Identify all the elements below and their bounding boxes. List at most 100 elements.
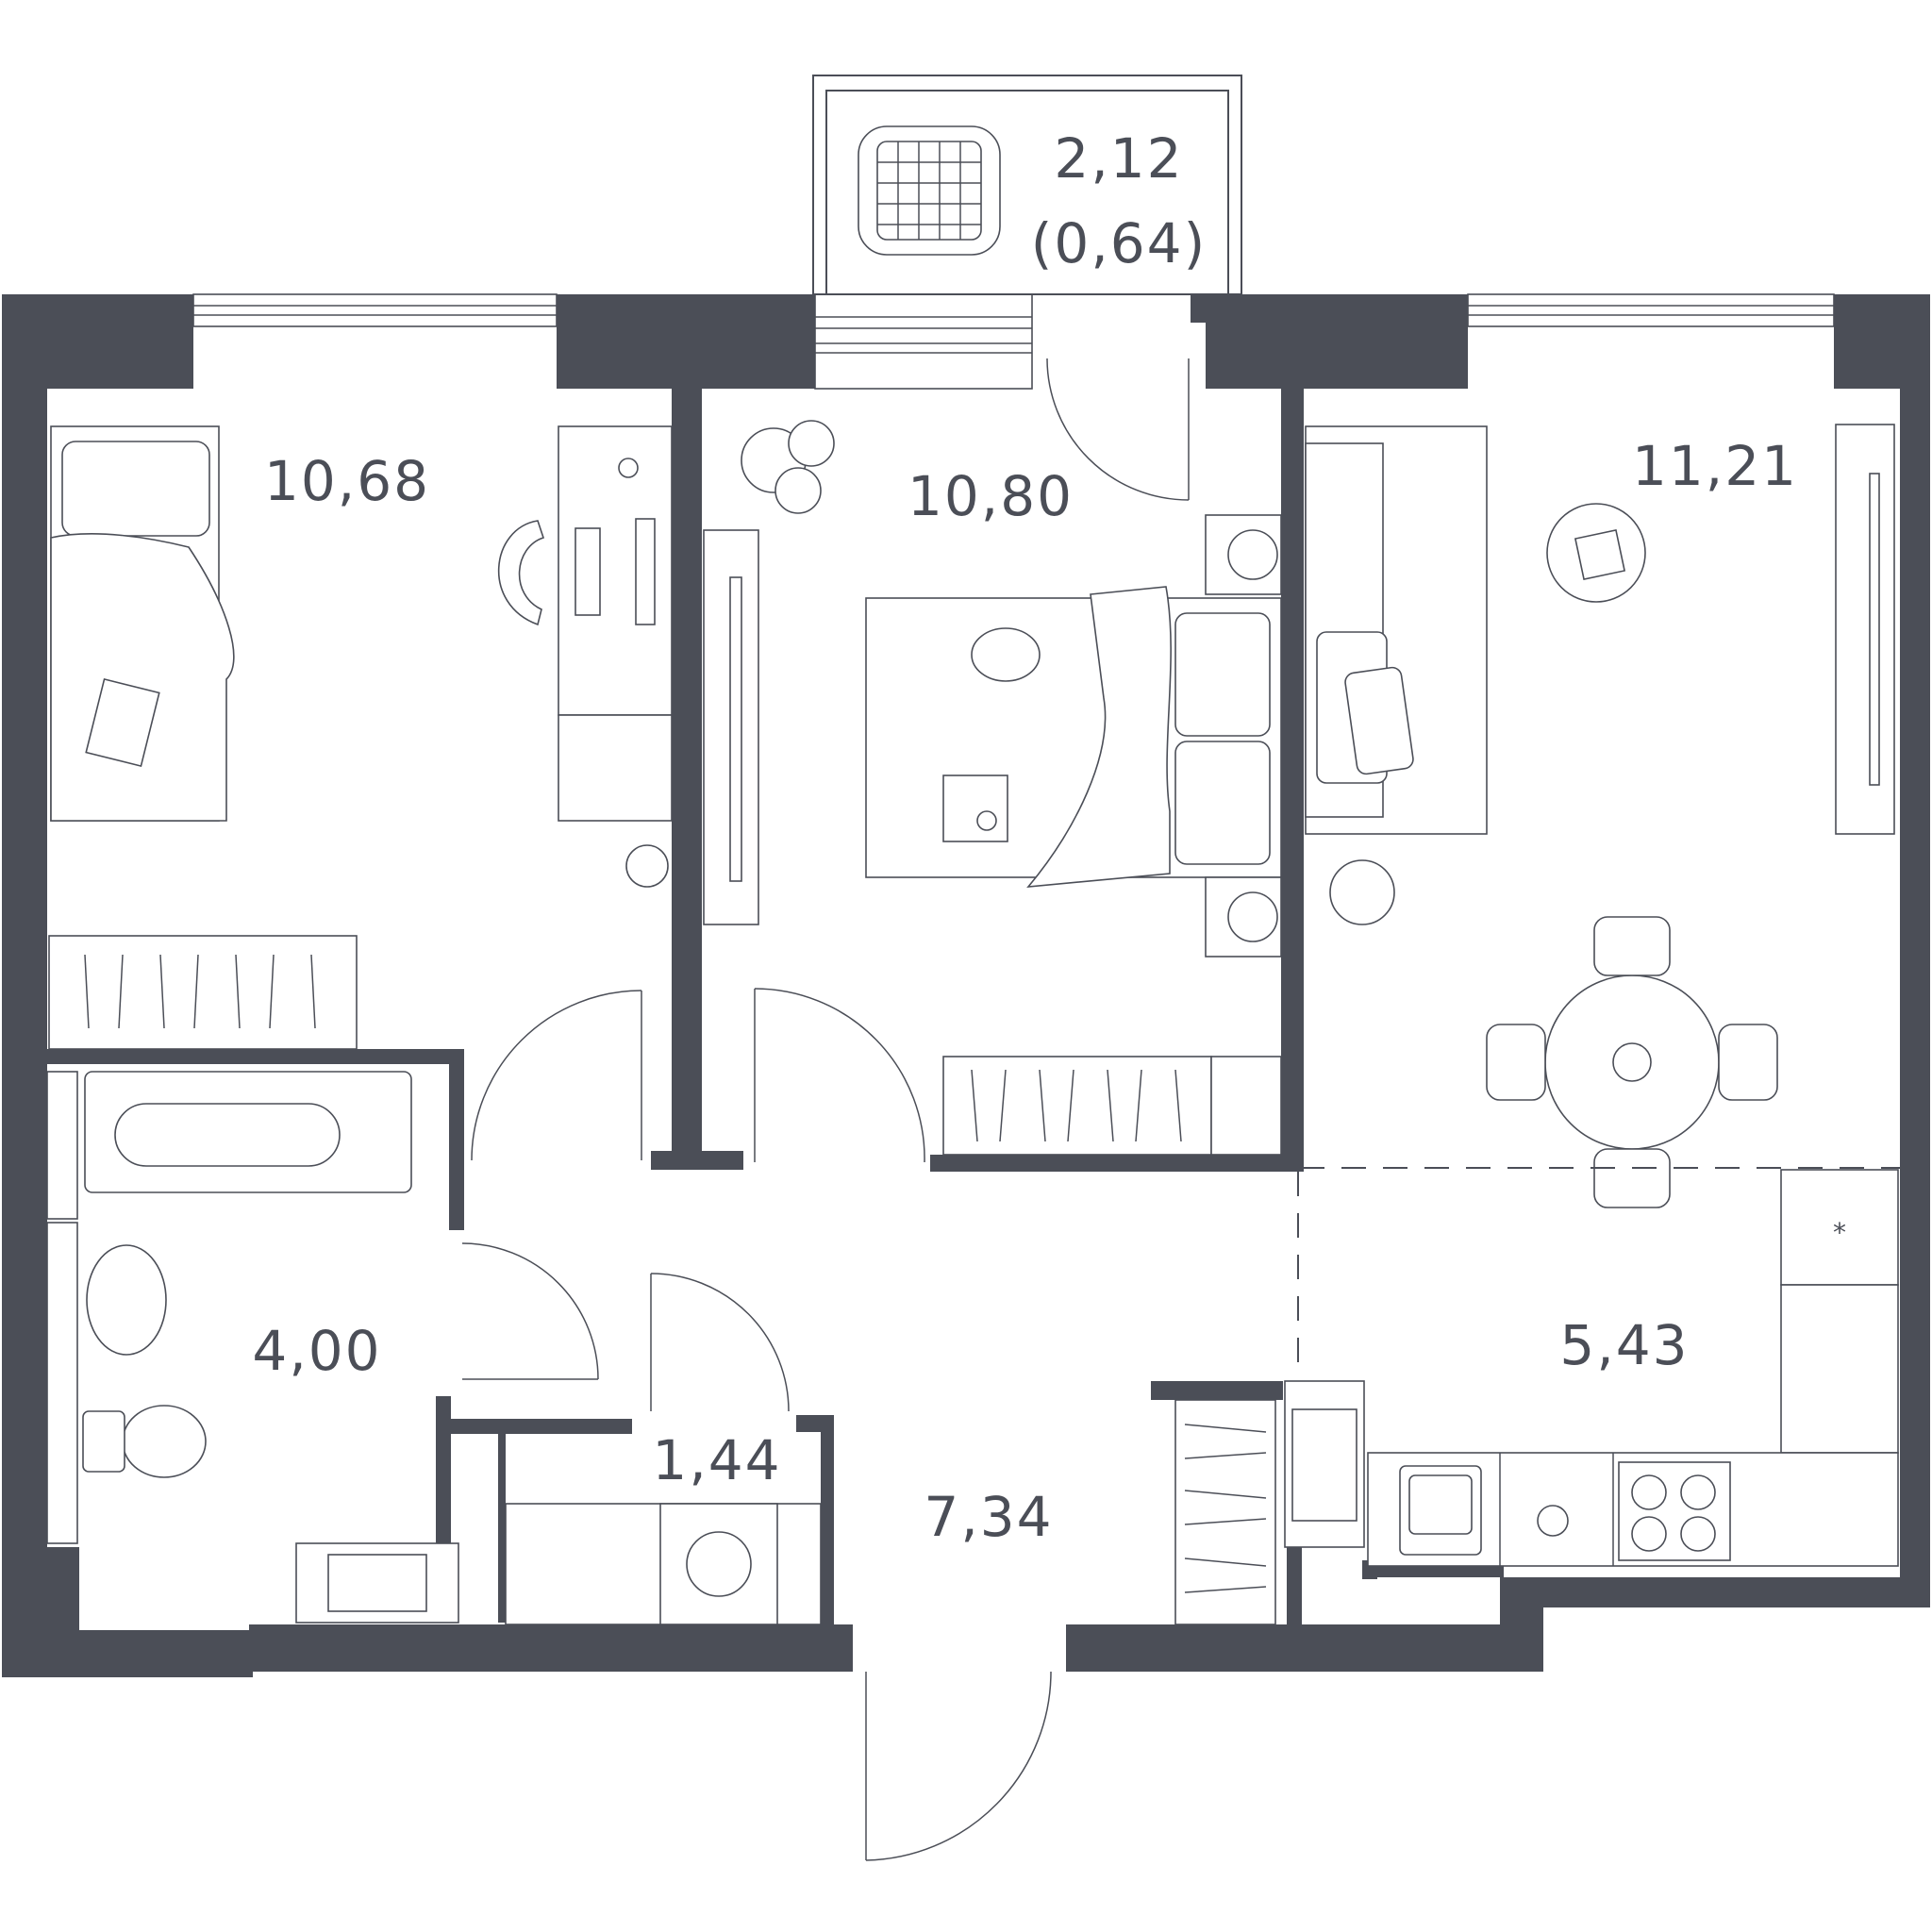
wall-top-left [2,294,253,1677]
flowers-icon [1612,1042,1652,1082]
door-swing-bedroom-1 [471,990,642,1161]
laundry-basket-icon [858,125,1001,256]
wall-bath-right-2 [436,1396,451,1547]
entrance-door [865,1671,1052,1861]
area-labels: 10,68 10,80 11,21 2,12 (0,64) 4,00 1,44 … [252,126,1798,1549]
wall-kitchen-closet-top [1151,1381,1283,1400]
snowflake-icon: * [1833,1217,1846,1248]
wall-bottom-left [249,1624,853,1672]
fridge [1780,1169,1899,1286]
wall-partition-2 [1281,389,1304,1170]
burner-1 [1631,1474,1667,1510]
bath-wall-strip-1 [46,1071,78,1220]
tray-icon [942,774,1008,842]
wall-bottom-mid [1066,1624,1543,1672]
wall-partition-1 [672,389,702,1164]
football-icon [625,844,669,888]
floor-lamp-icon [1329,859,1395,925]
wall-laundry-right-cap [796,1415,834,1432]
wall-laundry-right [821,1415,834,1624]
walls [2,294,1930,1677]
wall-kitchen-closet-divider [1287,1547,1302,1626]
desk-drawer [558,714,673,822]
keyboard [575,527,601,616]
hall-wardrobe [1174,1399,1276,1625]
lamp-icon-bottom [1227,891,1278,942]
monitor [635,518,656,625]
wine-glass-icon [1537,1505,1569,1537]
window-balcony-door [814,293,1033,390]
area-bedroom-1: 10,68 [264,449,430,513]
door-swing-entrance [865,1671,1052,1861]
sofa-cushion-2 [1344,666,1414,775]
bathtub-inner [114,1103,341,1167]
toilet-tank [82,1410,125,1473]
area-balcony-reduced: (0,64) [1031,211,1207,275]
bathroom-furniture [46,1071,599,1624]
tv [729,576,742,882]
washbasin [86,1244,167,1356]
area-kitchen: 5,43 [1559,1313,1689,1377]
wall-laundry-left [498,1419,506,1623]
balcony [812,75,1242,501]
burner-2 [1680,1474,1716,1510]
tv-living [1869,473,1880,786]
plant-icon [741,420,835,514]
wall-left-bottom [2,1547,79,1677]
area-laundry: 1,44 [652,1428,781,1492]
bath-cabinet-inner [327,1554,427,1612]
pillow [61,441,210,537]
chair-bottom [1593,1148,1671,1208]
wall-bath-right [449,1049,464,1230]
office-chair [497,520,545,626]
wall-bottom-right [1541,1577,1930,1607]
bedroom-1-furniture [48,425,673,1161]
window-bedroom-1 [192,293,558,327]
hall-wardrobe-hangers [1184,1424,1267,1593]
wall-top-left-cap [2,294,177,389]
sink-basin [1408,1474,1473,1535]
area-living-room: 11,21 [1632,434,1798,498]
area-hallway: 7,34 [924,1485,1053,1549]
kitchen-column [1780,1284,1899,1454]
balcony-inner [825,90,1229,295]
wardrobe-bedroom-2 [942,1056,1212,1156]
wall-pier-2 [672,294,815,389]
books-icon [1574,528,1626,581]
desk-lamp-icon [618,458,639,478]
pillow-2 [1174,741,1271,865]
wall-pier-3 [1206,294,1468,389]
area-bathroom: 4,00 [252,1319,381,1383]
lamp-icon-top [1227,529,1278,580]
window-living [1467,293,1835,327]
chair-left [1486,1024,1546,1101]
door-swing-bathroom [461,1242,599,1380]
wardrobe-hangers [84,954,316,1029]
wardrobe-bedroom-1 [48,935,358,1050]
wall-bath-top [47,1049,464,1064]
bedroom-2-furniture [703,420,1282,1163]
wall-right [1900,294,1930,1607]
magazine-icon [85,677,160,768]
cat-icon [971,627,1041,682]
wall-bedroom2-bottom [930,1155,1304,1172]
wardrobe-2-hangers [971,1069,1182,1142]
laundry-furniture [505,1273,822,1625]
area-bedroom-2: 10,80 [908,464,1074,528]
toilet [122,1405,207,1478]
washing-machine-drum [686,1531,752,1597]
wardrobe-bedroom-2-side [1210,1056,1282,1156]
door-swing-laundry [650,1273,790,1412]
duvet [1026,586,1172,888]
burner-3 [1631,1516,1667,1552]
pillow-1 [1174,612,1271,737]
kitchen-furniture: * [1174,1169,1899,1625]
chair-right [1718,1024,1778,1101]
wall-laundry-top [451,1419,632,1434]
windows [192,293,1835,390]
balcony-door-swing [1046,358,1190,501]
wall-pier-1 [557,294,672,389]
living-room-furniture [1297,424,1900,1377]
bath-wall-strip-2 [46,1222,78,1544]
